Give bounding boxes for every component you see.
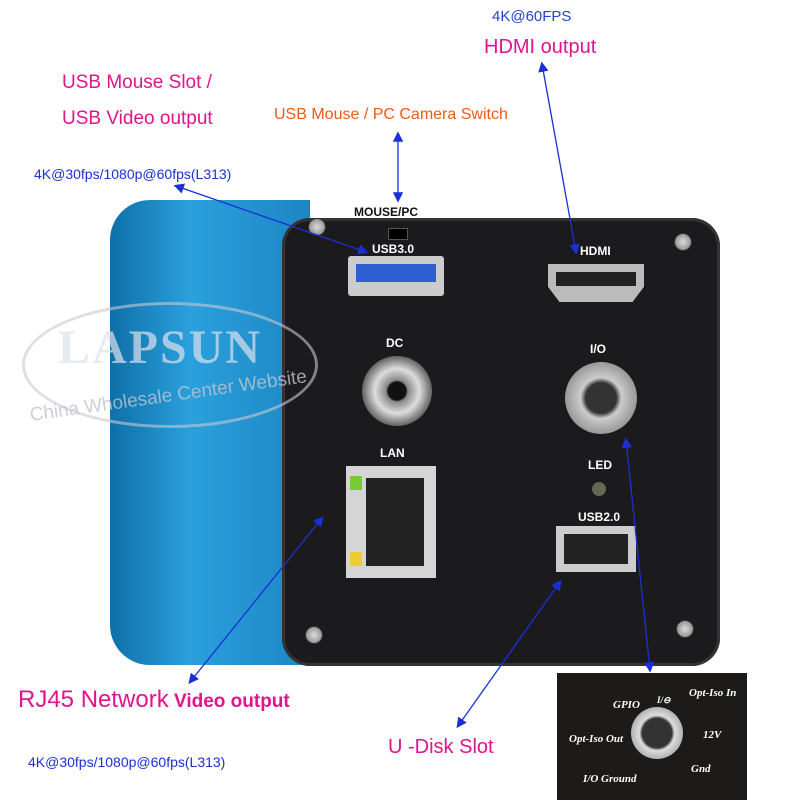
rj45-annotation: RJ45 Network Video output (18, 686, 290, 714)
rj45-subtitle: Video output (168, 691, 290, 712)
lan-port[interactable] (346, 466, 436, 578)
io-label: I/O (590, 342, 607, 356)
inset-opt-iso-in: Opt-Iso In (689, 687, 737, 699)
screw (676, 620, 694, 638)
mouse-pc-switch[interactable] (388, 228, 408, 240)
io-pinout-inset: I/⊖ GPIO Opt-Iso In Opt-Iso Out 12V Gnd … (557, 673, 747, 800)
inset-12v: 12V (703, 729, 722, 741)
hdmi-label: HDMI (580, 244, 611, 258)
rj45-spec: 4K@30fps/1080p@60fps(L313) (28, 754, 226, 770)
hdmi-spec: 4K@60FPS (492, 8, 572, 25)
usb-spec: 4K@30fps/1080p@60fps(L313) (34, 166, 232, 182)
watermark-brand: LAPSUN (58, 321, 263, 374)
usb-slot-line2: USB Video output (62, 108, 213, 129)
io-connector-closeup (631, 707, 683, 759)
rj45-title: RJ45 Network (18, 686, 169, 713)
arrow-hdmi (538, 61, 580, 255)
led-indicator (592, 482, 606, 496)
screw (674, 233, 692, 251)
usb3-port[interactable] (348, 256, 444, 296)
led-label: LED (588, 458, 612, 472)
arrow-usb3 (173, 183, 369, 255)
switch-annotation: USB Mouse / PC Camera Switch (274, 106, 508, 123)
usb-slot-line1: USB Mouse Slot / (62, 72, 212, 93)
watermark-logo (22, 302, 318, 428)
udisk-annotation: U -Disk Slot (388, 736, 494, 758)
inset-opt-iso-out: Opt-Iso Out (569, 733, 624, 745)
arrow-lan (188, 515, 324, 685)
dc-jack[interactable] (362, 356, 432, 426)
hdmi-title: HDMI output (484, 36, 597, 58)
mouse-pc-label: MOUSE/PC (354, 205, 419, 219)
usb3-label: USB3.0 (372, 242, 415, 256)
inset-gpio: GPIO (613, 699, 640, 711)
io-connector[interactable] (565, 362, 637, 434)
arrow-io (621, 437, 655, 673)
usb2-label: USB2.0 (578, 510, 621, 524)
inset-io-ground: I/O Ground (583, 773, 637, 785)
arrow-usb2 (456, 579, 562, 729)
lan-label: LAN (380, 446, 405, 460)
inset-io: I/⊖ (657, 695, 671, 705)
dc-label: DC (386, 336, 404, 350)
hdmi-port[interactable] (548, 264, 644, 302)
inset-gnd: Gnd (691, 763, 711, 775)
